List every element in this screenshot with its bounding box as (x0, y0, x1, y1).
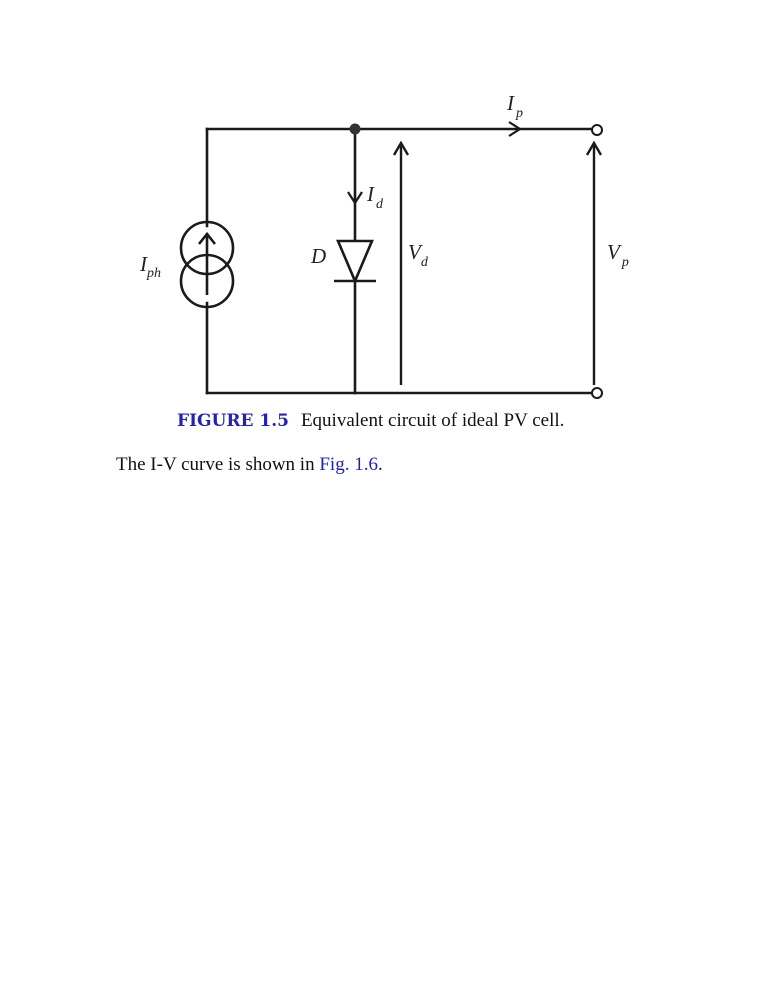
label-vd-symbol: V (408, 240, 423, 264)
label-vd-subscript: d (421, 255, 429, 270)
figure-number: FIGURE 1.5 (177, 411, 289, 431)
figure-caption: FIGURE 1.5 Equivalent circuit of ideal PV… (177, 410, 564, 432)
figure-caption-text: Equivalent circuit of ideal PV cell. (300, 410, 565, 431)
negative-terminal-icon (591, 387, 603, 399)
label-iph-subscript: ph (146, 266, 161, 281)
positive-terminal-icon (591, 124, 603, 136)
label-ip-symbol: I (506, 91, 515, 115)
body-paragraph: The I-V curve is shown in Fig. 1.6. (116, 454, 383, 476)
output-voltage-arrow (585, 140, 603, 385)
current-source-icon (179, 220, 235, 309)
paragraph-period: . (377, 454, 383, 475)
label-vp-symbol: V (607, 240, 622, 264)
diode-voltage-arrow (392, 140, 410, 385)
label-iph-symbol: I (139, 252, 148, 276)
figure-reference-link[interactable]: Fig. 1.6 (319, 454, 378, 475)
label-id-symbol: I (366, 182, 375, 206)
output-current-arrow (508, 121, 523, 137)
diode-current-arrow (347, 191, 363, 206)
label-iph: Iph (139, 252, 161, 281)
label-diode: D (310, 244, 326, 268)
paragraph-text: The I-V curve is shown in (116, 454, 320, 475)
diode-icon (334, 239, 376, 285)
label-vd: Vd (408, 240, 429, 270)
label-id-subscript: d (376, 197, 384, 212)
label-ip-subscript: p (515, 106, 523, 121)
junction-node (349, 123, 361, 135)
label-vp-subscript: p (621, 255, 629, 270)
